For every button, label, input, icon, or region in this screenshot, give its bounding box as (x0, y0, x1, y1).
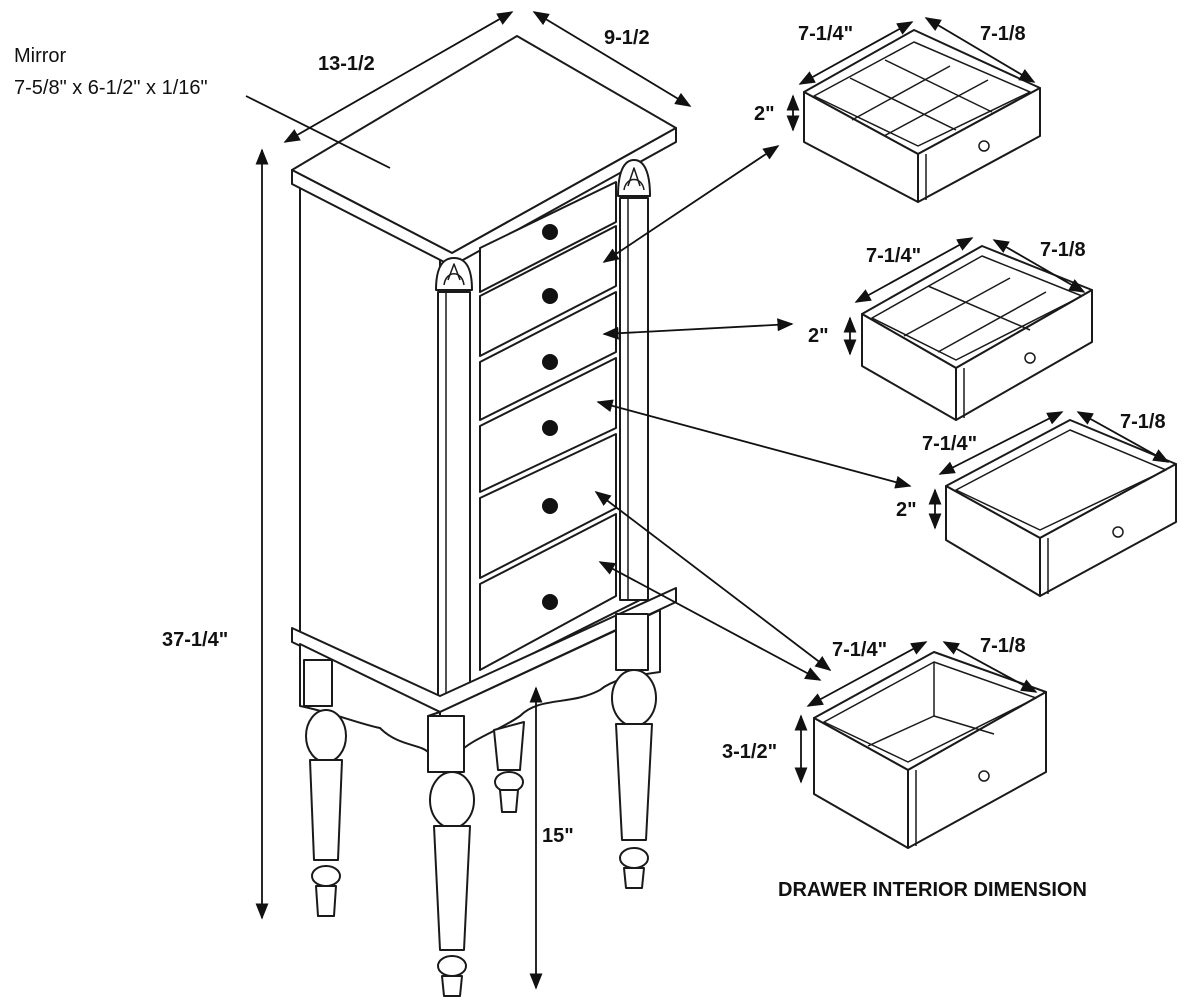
leader-arrow (602, 318, 794, 340)
drawer-2-depth: 7-1/8 (1040, 239, 1086, 261)
mirror-leader-line (245, 95, 391, 169)
drawer-knob (1024, 352, 1036, 364)
leg-right (611, 613, 657, 889)
drawer-knob (978, 140, 990, 152)
mirror-title: Mirror (14, 45, 67, 67)
leg-back (493, 721, 525, 813)
cabinet-top-edge (291, 127, 677, 267)
drawer-1-height: 2" (754, 103, 775, 125)
drawer-3-depth: 7-1/8 (1120, 411, 1166, 433)
drawer-4-width: 7-1/4" (832, 639, 887, 661)
leg-front (427, 715, 475, 997)
drawer-1-depth: 7-1/8 (980, 23, 1026, 45)
drawer-knob (542, 354, 558, 370)
cabinet-dimensions (245, 11, 692, 990)
drawer-knob (542, 420, 558, 436)
left-column (437, 291, 471, 701)
drawer-detail-3 (928, 411, 1177, 597)
leader-arrow (598, 561, 822, 681)
drawer-2-height: 2" (808, 325, 829, 347)
drawer-2-width: 7-1/4" (866, 245, 921, 267)
leg-left (303, 659, 347, 917)
drawer-detail-2 (843, 237, 1093, 421)
drawer-detail-1 (786, 17, 1041, 203)
mirror-size: 7-5/8" x 6-1/2" x 1/16" (14, 77, 208, 99)
leg-height-label: 15" (542, 825, 574, 847)
diagram-caption: DRAWER INTERIOR DIMENSION (778, 879, 1087, 901)
drawer-1-width: 7-1/4" (798, 23, 853, 45)
drawer-3-width: 7-1/4" (922, 433, 977, 455)
cabinet-depth-label: 9-1/2 (604, 27, 650, 49)
leader-arrow (602, 145, 780, 263)
cabinet-side-panel (299, 179, 441, 701)
drawer-knob (542, 594, 558, 610)
right-column (619, 197, 649, 601)
drawer-knob (1112, 526, 1124, 538)
drawer-3-height: 2" (896, 499, 917, 521)
width-dimension-line (283, 11, 514, 143)
cabinet-legs (303, 613, 657, 997)
drawer-knob (542, 498, 558, 514)
drawer-leader-arrows (594, 145, 912, 681)
leader-arrow (596, 399, 912, 489)
drawer-knob (542, 224, 558, 240)
drawer-knob (978, 770, 990, 782)
cabinet-height-label: 37-1/4" (162, 629, 228, 651)
drawer-4-height: 3-1/2" (722, 741, 777, 763)
jewelry-armoire (291, 35, 677, 997)
drawer-4-depth: 7-1/8 (980, 635, 1026, 657)
drawer-knob (542, 288, 558, 304)
drawer-detail-4 (794, 641, 1047, 849)
drawer-knobs (542, 224, 558, 610)
depth-dimension-line (532, 11, 692, 107)
right-column-capital (617, 159, 651, 197)
cabinet-width-label: 13-1/2 (318, 53, 375, 75)
